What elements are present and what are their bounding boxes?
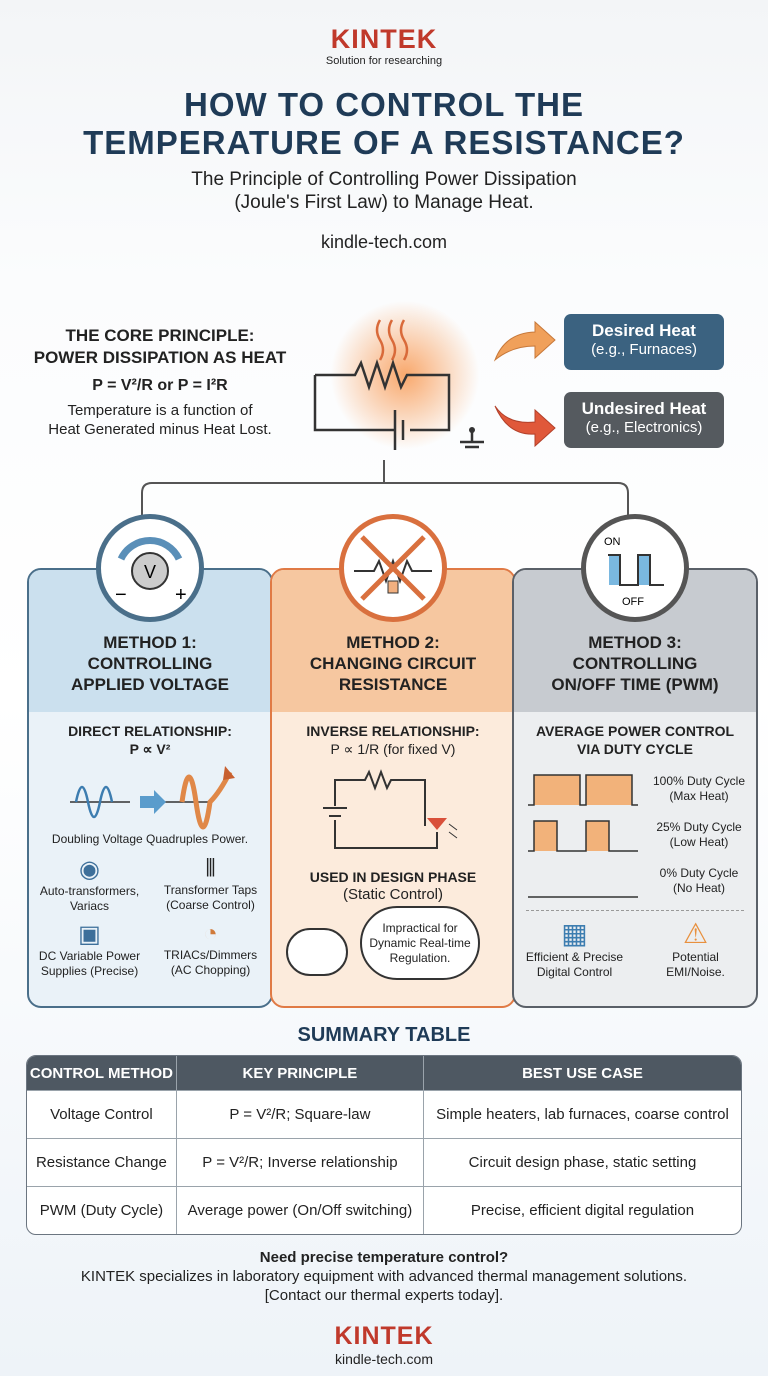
- core-formula: P = V²/R or P = I²R: [92, 377, 228, 394]
- pwm-waveform: [528, 774, 638, 806]
- undesired-heat-box: Undesired Heat(e.g., Electronics): [564, 392, 724, 448]
- voltage-power-wave-icon: [70, 766, 235, 830]
- svg-text:V: V: [144, 562, 156, 582]
- desired-heat-box: Desired Heat(e.g., Furnaces): [564, 314, 724, 370]
- variac-item: ◉Auto-transformers,Variacs: [29, 855, 150, 914]
- led-circuit-icon: [323, 769, 458, 849]
- svg-text:ON: ON: [604, 536, 621, 548]
- table-row: PWM (Duty Cycle)Average power (On/Off sw…: [27, 1186, 741, 1234]
- method-2-relation: INVERSE RELATIONSHIP:P ∝ 1/R (for fixed …: [306, 723, 480, 757]
- core-principle: THE CORE PRINCIPLE:POWER DISSIPATION AS …: [20, 325, 300, 439]
- footer-logo: KINTEK: [334, 1322, 434, 1350]
- col-header: CONTROL METHOD: [27, 1056, 176, 1090]
- contact-link[interactable]: [Contact our thermal experts today].: [264, 1287, 504, 1304]
- duty-cycle-label: 25% Duty Cycle(Low Heat): [656, 820, 742, 849]
- thought-cloud-icon: [286, 928, 348, 976]
- arrow-undesired-icon: [494, 405, 556, 448]
- pwm-waveform: [528, 820, 638, 852]
- duty-cycle-row: 0% Duty Cycle(No Heat): [514, 858, 756, 904]
- power-supply-icon: ▣: [78, 921, 101, 948]
- website-link[interactable]: kindle-tech.com: [320, 232, 448, 252]
- pwm-waveform: [528, 896, 638, 898]
- duty-cycle-row: 25% Duty Cycle(Low Heat): [514, 812, 756, 858]
- col-header: KEY PRINCIPLE: [175, 1056, 423, 1090]
- duty-cycle-row: 100% Duty Cycle(Max Heat): [514, 766, 756, 812]
- arrow-desired-icon: [493, 320, 556, 362]
- triac-item: ◔TRIACs/Dimmers(AC Chopping): [150, 920, 271, 979]
- warning-icon: ⚠: [682, 918, 709, 949]
- connector-lines: [141, 460, 629, 515]
- dimmer-gauge-icon: ◔: [203, 920, 218, 947]
- pwm-pulse-icon: ON OFF: [581, 514, 689, 622]
- svg-text:OFF: OFF: [622, 596, 644, 608]
- svg-text:−: −: [115, 584, 127, 606]
- resistor-circuit-icon: [313, 319, 484, 450]
- kintek-logo: KINTEK: [330, 24, 438, 54]
- page-subtitle: The Principle of Controlling Power Dissi…: [191, 169, 577, 213]
- transformer-taps-item: ⫴Transformer Taps(Coarse Control): [150, 855, 271, 914]
- method-1-caption: Doubling Voltage Quadruples Power.: [51, 832, 249, 846]
- footer-website[interactable]: kindle-tech.com: [334, 1351, 434, 1367]
- microchip-icon: ▦: [561, 918, 588, 949]
- duty-cycle-label: 0% Duty Cycle(No Heat): [659, 866, 739, 895]
- summary-title: SUMMARY TABLE: [297, 1024, 471, 1046]
- duty-cycle-label: 100% Duty Cycle(Max Heat): [652, 774, 746, 803]
- col-header: BEST USE CASE: [422, 1056, 741, 1090]
- svg-text:+: +: [175, 584, 187, 606]
- core-title: THE CORE PRINCIPLE:POWER DISSIPATION AS …: [33, 326, 287, 367]
- method-1-relation: DIRECT RELATIONSHIP:P ∝ V²: [68, 723, 232, 757]
- design-phase-title: USED IN DESIGN PHASE: [309, 869, 477, 885]
- voltmeter-icon: V− +: [96, 514, 204, 622]
- transformer-icon: ⫴: [205, 855, 216, 882]
- footer-text: Need precise temperature control? KINTEK…: [0, 1248, 768, 1305]
- design-phase-sub: (Static Control): [342, 886, 444, 903]
- variac-dial-icon: ◉: [79, 856, 100, 883]
- tagline: Solution for researching: [325, 55, 443, 67]
- variable-resistor-crossed-icon: [339, 514, 447, 622]
